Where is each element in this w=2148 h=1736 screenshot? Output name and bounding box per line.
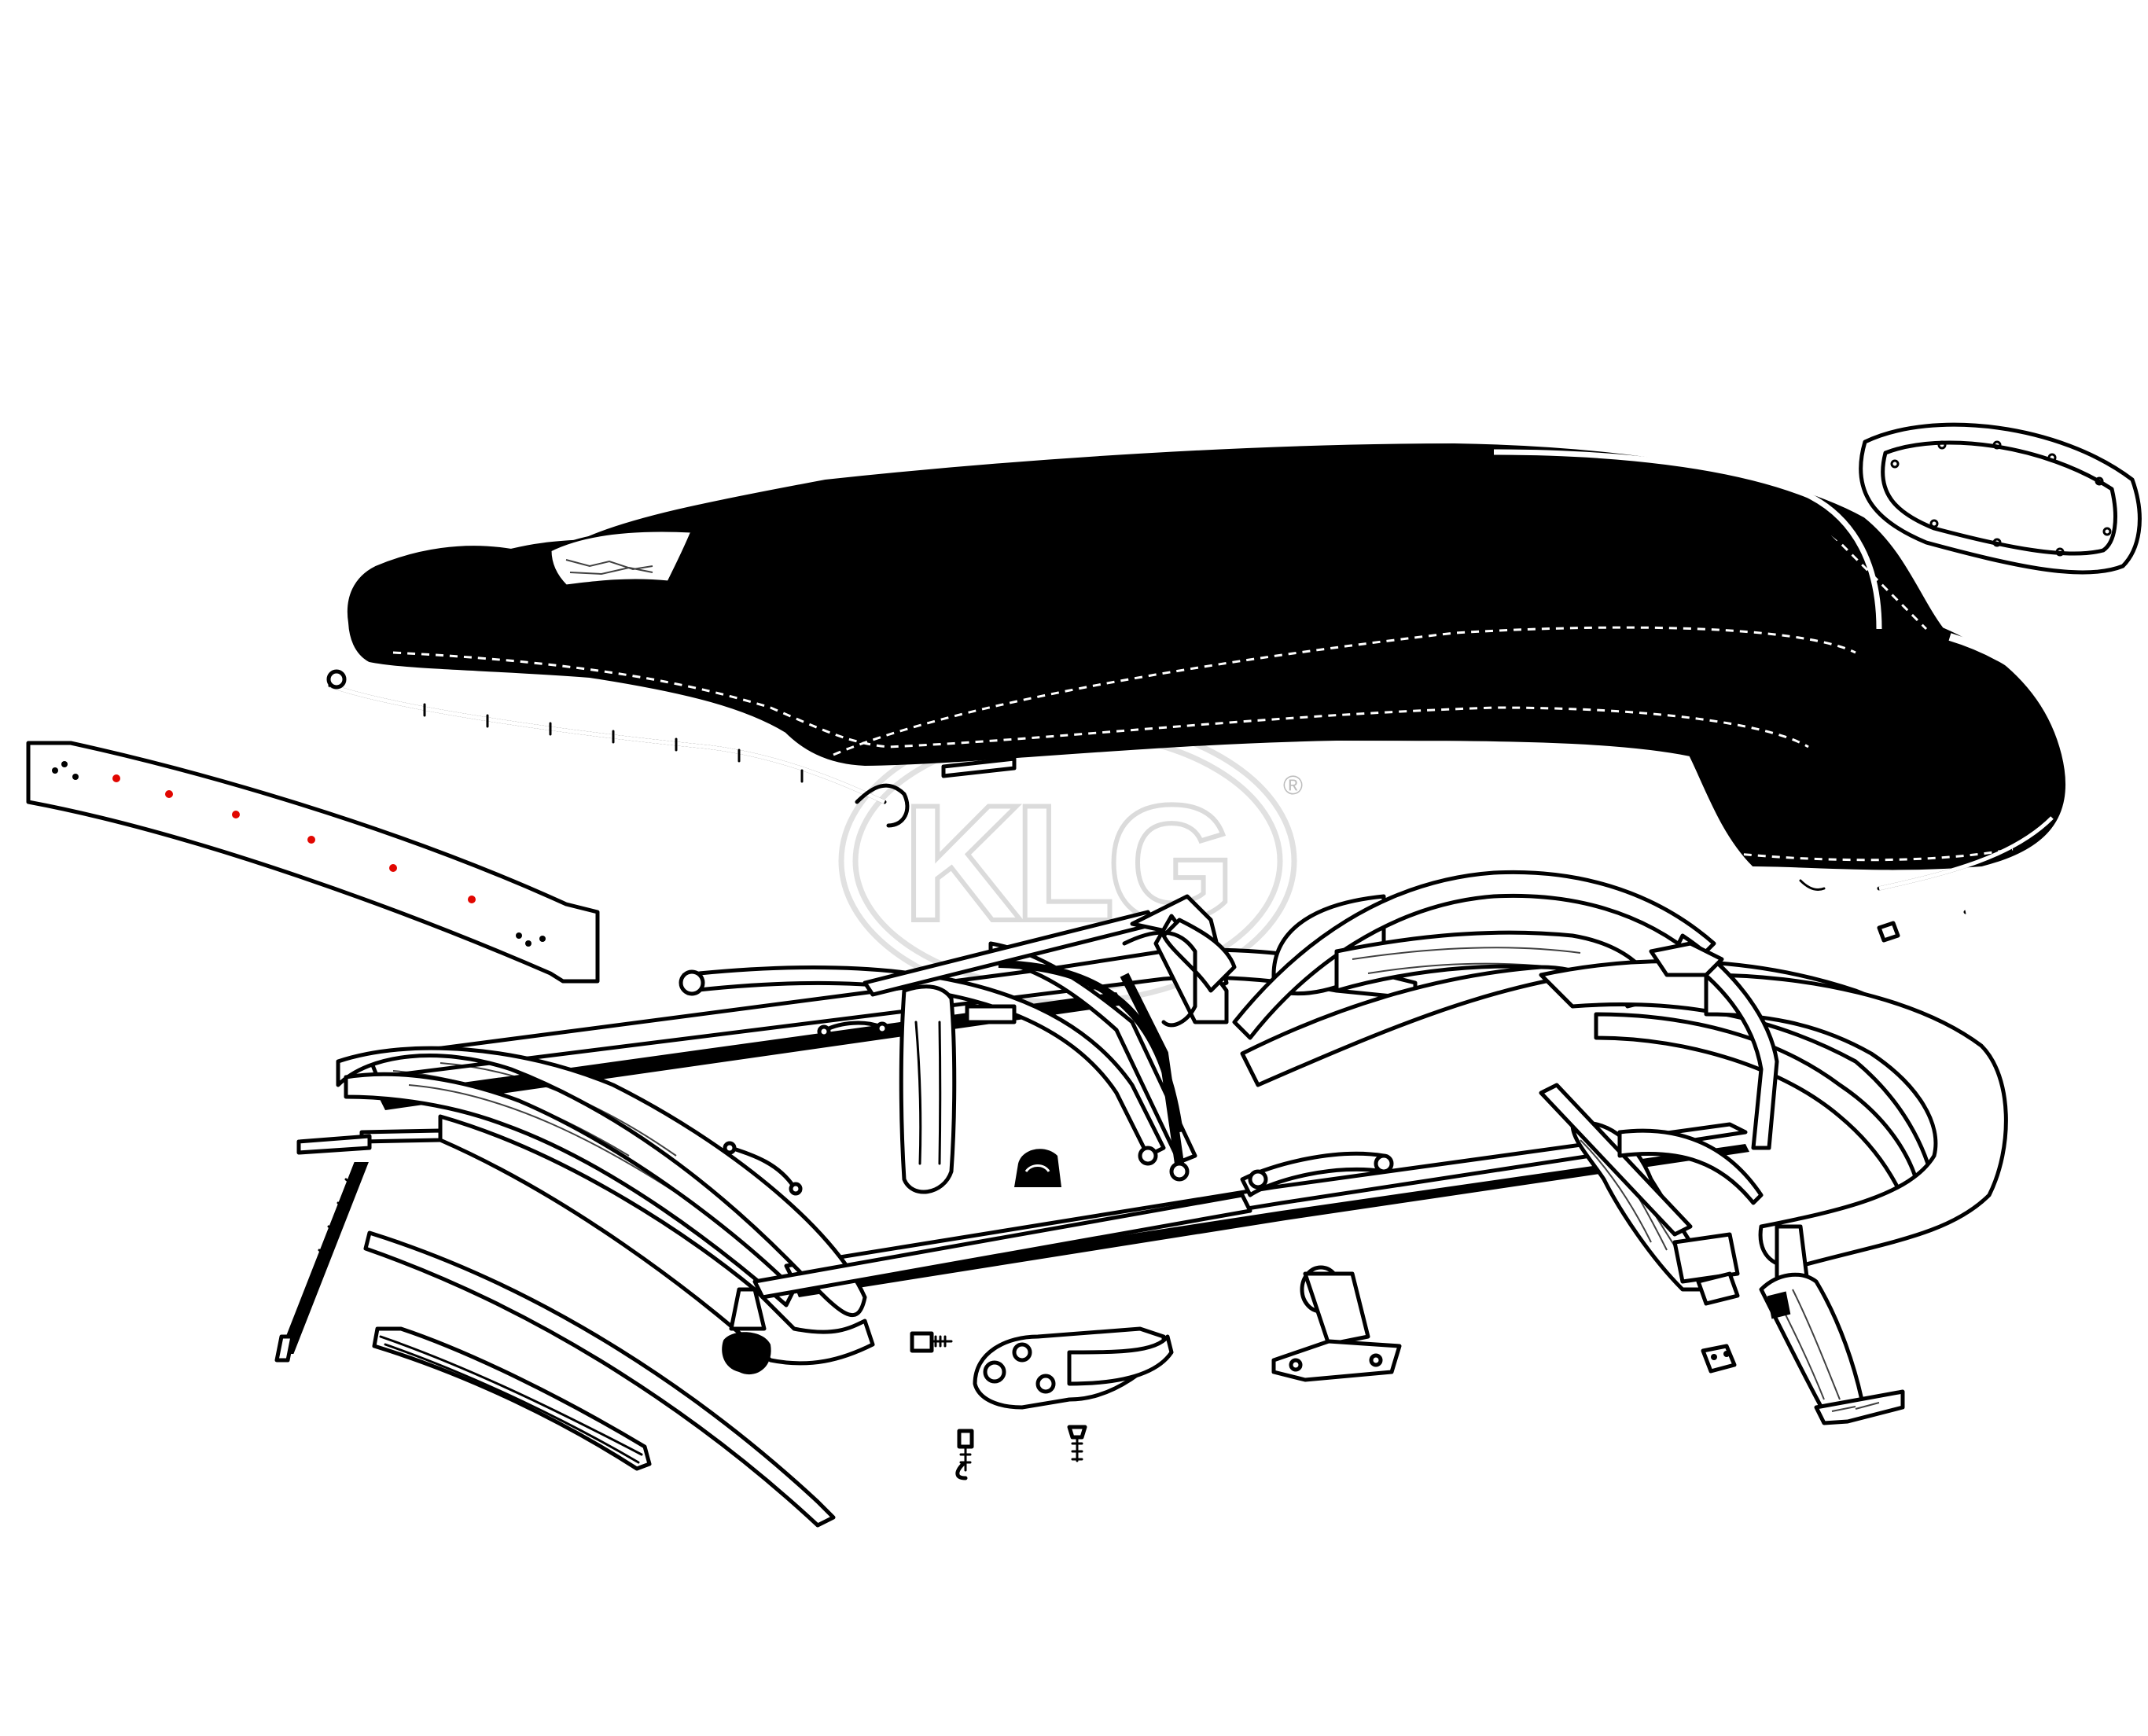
leather-strap: [899, 984, 957, 1194]
mount-hole: [112, 774, 120, 782]
front-header-bow: [26, 741, 600, 984]
rubber-bumper: [1014, 1149, 1061, 1187]
mount-hole: [307, 836, 315, 844]
side-weatherstrip: [279, 1162, 369, 1354]
top-frame-assembly: [336, 870, 2008, 1366]
front-latch-pad: [359, 1128, 443, 1144]
mount-hole: [389, 864, 397, 872]
mount-hole: [165, 790, 173, 798]
rear-window-frame: [1859, 422, 2142, 575]
watermark-registered-mark: ®: [1283, 771, 1303, 800]
check-strap-cable: [823, 1021, 883, 1032]
bolt: [910, 1331, 934, 1353]
mount-hole: [232, 811, 240, 818]
rear-quarter-seals: [1799, 633, 2108, 943]
convertible-top-fabric: [348, 443, 2065, 870]
check-strap-cable: [729, 1146, 796, 1190]
mount-plate: [1701, 1344, 1737, 1374]
left-tension-wire: [326, 669, 1017, 828]
hardware-fittings: [274, 984, 1905, 1528]
latch-knob: [729, 1287, 767, 1331]
windshield-seal-strip: [363, 1230, 836, 1528]
front-latch-assembly: [955, 1326, 1174, 1480]
rear-roof-rail: [1491, 449, 1882, 631]
mount-hole: [468, 896, 476, 903]
door-seal-channel: [372, 1326, 652, 1471]
top-support-bracket: [1271, 1265, 1402, 1382]
mount-plate: [1696, 1271, 1740, 1306]
